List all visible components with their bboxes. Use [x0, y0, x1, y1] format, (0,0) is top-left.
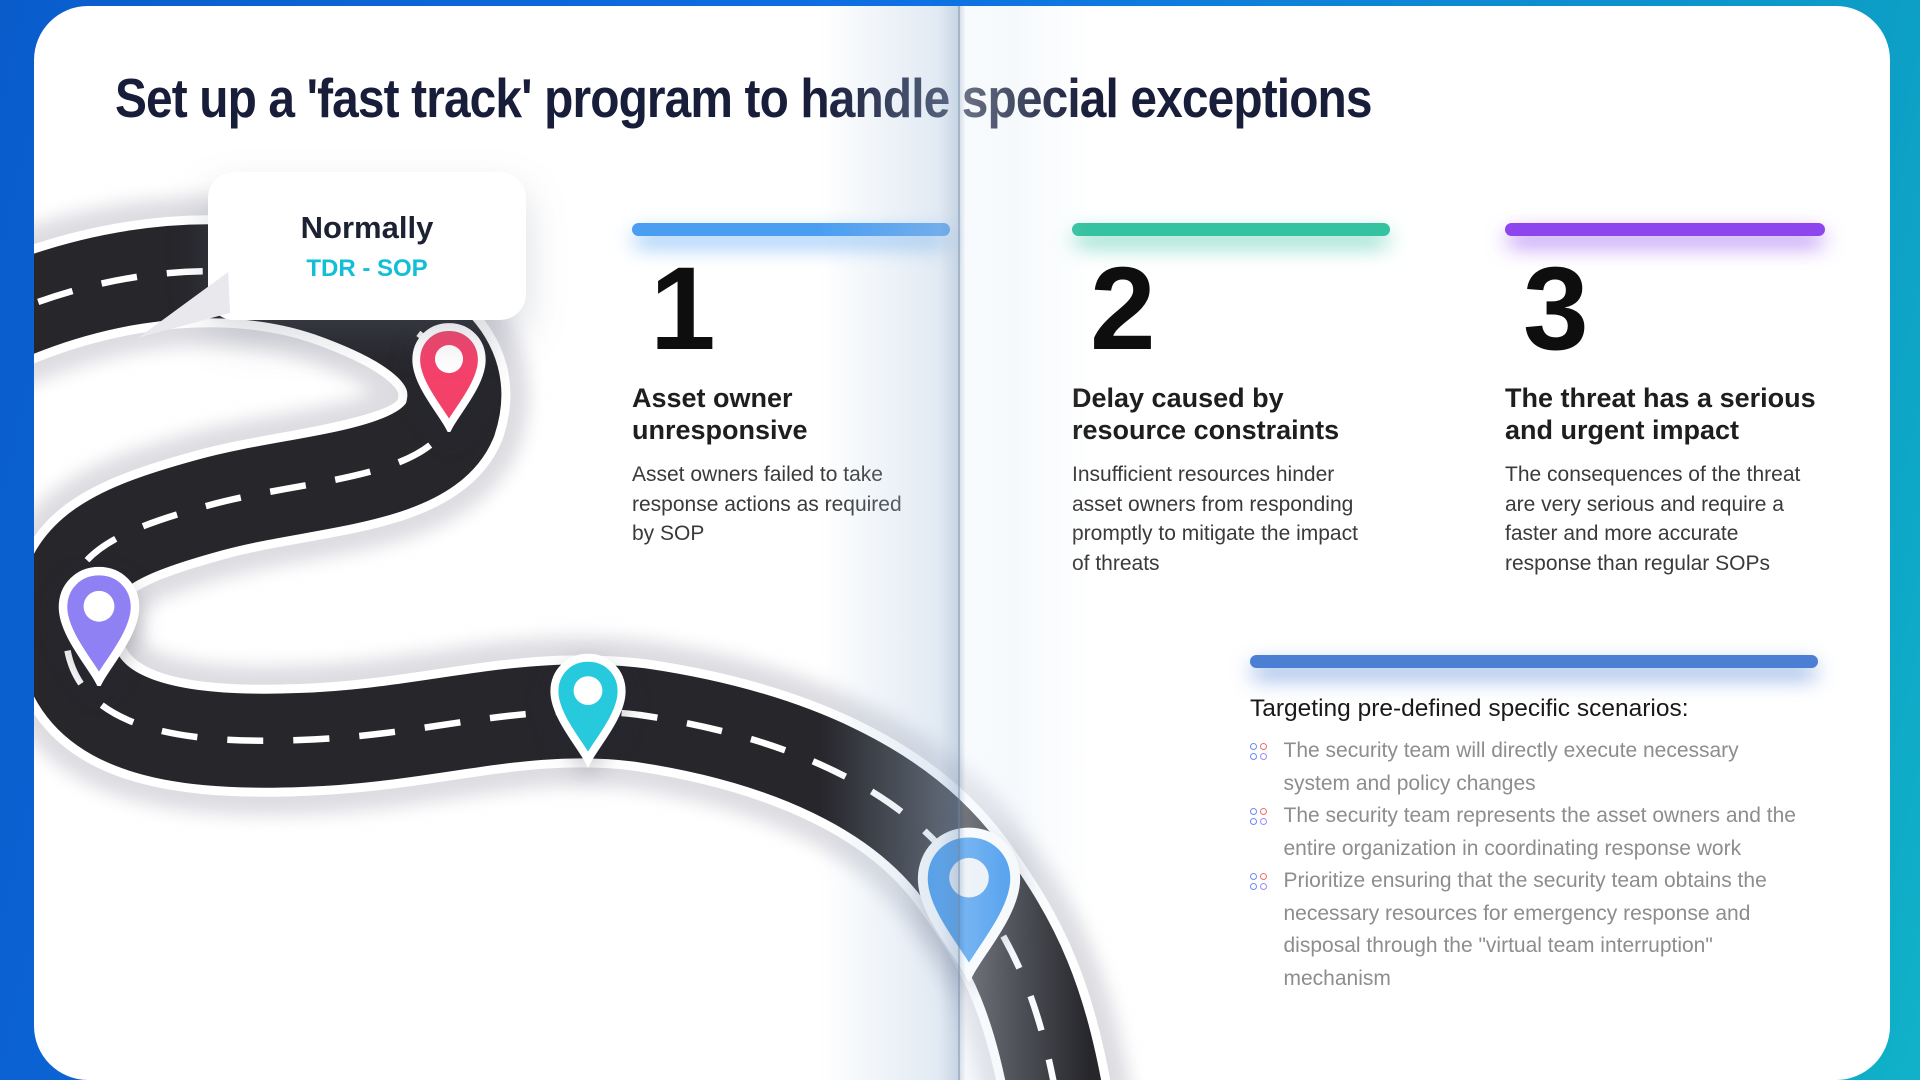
four-dots-bullet-icon: [1250, 743, 1267, 760]
scenarios-list: The security team will directly execute …: [1250, 735, 1850, 995]
bubble-subtitle: TDR - SOP: [306, 254, 428, 282]
exception-column-2: 2 Delay caused by resource constraints I…: [1072, 223, 1402, 579]
scenario-text: The security team represents the asset o…: [1283, 804, 1796, 860]
column-heading-3: The threat has a serious and urgent impa…: [1505, 383, 1816, 446]
column-heading-2: Delay caused by resource constraints: [1072, 383, 1340, 446]
scenario-text: The security team will directly execute …: [1283, 739, 1739, 795]
slide-canvas: Set up a 'fast track' program to handle …: [34, 6, 1890, 1080]
map-pin-blue-icon: [914, 824, 1024, 982]
scenarios-heading: Targeting pre-defined specific scenarios…: [1250, 695, 1689, 722]
slide-page: Set up a 'fast track' program to handle …: [34, 6, 1890, 1080]
four-dots-bullet-icon: [1250, 873, 1267, 890]
accent-bar-2: [1072, 223, 1390, 236]
map-pin-pink-icon: [410, 322, 488, 432]
scenarios-accent-bar: [1250, 655, 1818, 668]
bubble-title: Normally: [300, 209, 434, 245]
exception-column-3: 3 The threat has a serious and urgent im…: [1505, 223, 1845, 579]
exception-column-1: 1 Asset owner unresponsive Asset owners …: [632, 223, 962, 549]
scenario-text: Prioritize ensuring that the security te…: [1283, 869, 1767, 990]
column-body-1: Asset owners failed to take response act…: [632, 462, 902, 546]
accent-bar-3: [1505, 223, 1825, 236]
column-number-3: 3: [1523, 243, 1589, 375]
column-number-2: 2: [1090, 243, 1156, 375]
four-dots-bullet-icon: [1250, 808, 1267, 825]
scenarios-block: Targeting pre-defined specific scenarios…: [1250, 655, 1850, 995]
normally-bubble: Normally TDR - SOP: [138, 172, 526, 338]
column-body-3: The consequences of the threat are very …: [1505, 462, 1801, 576]
column-number-1: 1: [650, 243, 716, 375]
map-pin-purple-icon: [56, 566, 142, 686]
column-body-2: Insufficient resources hinder asset owne…: [1072, 462, 1358, 576]
scenario-item: The security team will directly execute …: [1250, 735, 1850, 800]
page-title: Set up a 'fast track' program to handle …: [115, 67, 1373, 129]
scenario-item: The security team represents the asset o…: [1250, 800, 1850, 865]
accent-bar-1: [632, 223, 950, 236]
map-pin-cyan-icon: [548, 650, 628, 768]
scenario-item: Prioritize ensuring that the security te…: [1250, 865, 1850, 995]
column-heading-1: Asset owner unresponsive: [632, 383, 808, 446]
